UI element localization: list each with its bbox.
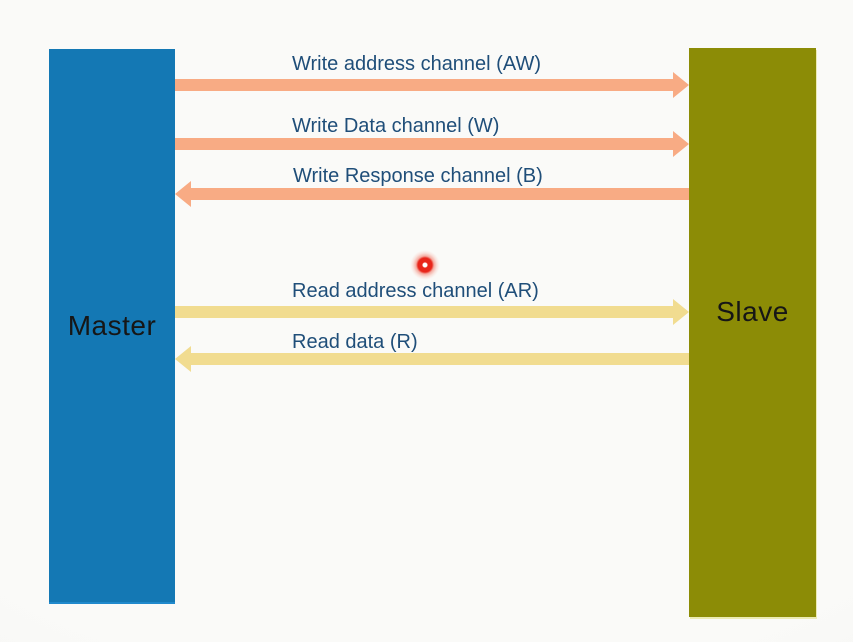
slave-block: Slave (689, 48, 816, 617)
write-address-channel-label: Write address channel (AW) (292, 53, 541, 75)
laser-pointer-dot (410, 250, 440, 280)
write-response-channel-label: Write Response channel (B) (293, 165, 543, 187)
arrow-bar (175, 79, 675, 91)
write-data-arrow (175, 131, 689, 157)
master-label: Master (67, 309, 157, 341)
write-data-channel-label: Write Data channel (W) (292, 115, 500, 137)
write-address-arrow (175, 72, 689, 98)
arrow-bar (175, 306, 675, 318)
arrow-head-right-icon (673, 131, 689, 157)
arrow-bar (175, 138, 675, 150)
slave-label: Slave (716, 295, 789, 327)
read-address-arrow (175, 299, 689, 325)
arrow-head-left-icon (175, 346, 191, 372)
arrow-bar (189, 353, 689, 365)
read-address-channel-label: Read address channel (AR) (292, 280, 539, 302)
write-response-arrow (175, 181, 689, 207)
arrow-bar (189, 188, 689, 200)
master-block: Master (49, 49, 175, 604)
arrow-head-right-icon (673, 72, 689, 98)
read-data-channel-label: Read data (R) (292, 331, 418, 353)
read-data-arrow (175, 346, 689, 372)
arrow-head-left-icon (175, 181, 191, 207)
arrow-head-right-icon (673, 299, 689, 325)
